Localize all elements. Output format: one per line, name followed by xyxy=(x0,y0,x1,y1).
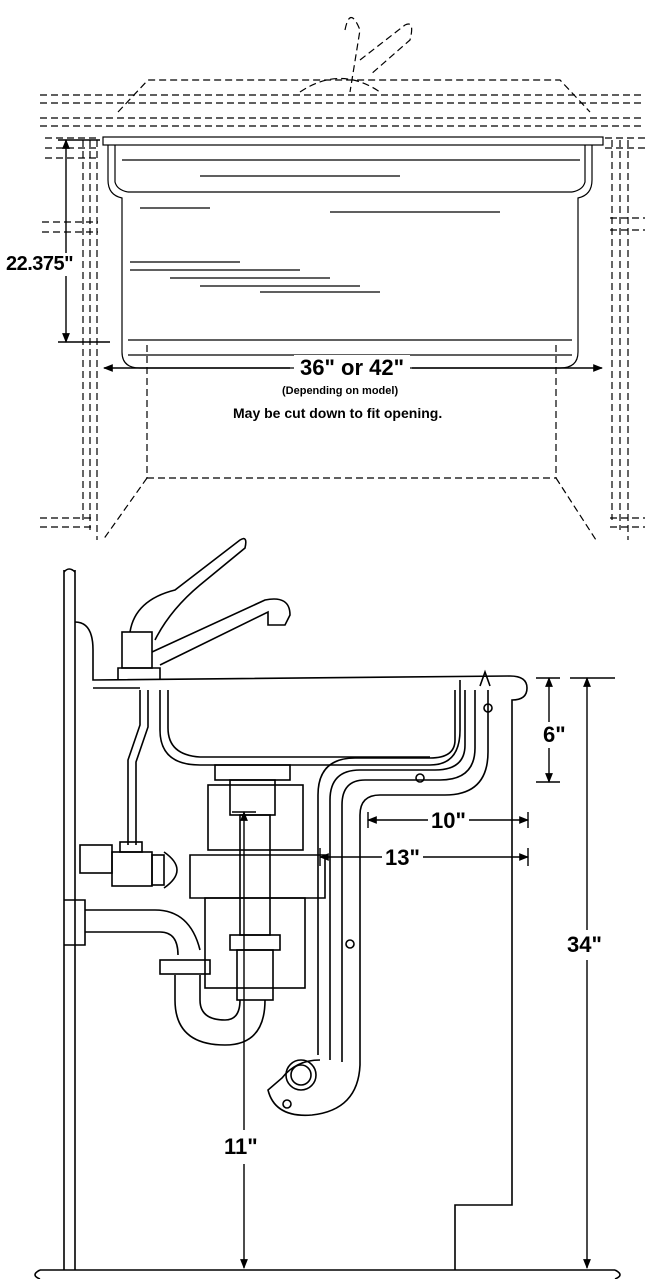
dim-13-label: 13" xyxy=(382,845,423,871)
cut-note: May be cut down to fit opening. xyxy=(233,405,443,421)
dim-width-label: 36" or 42" xyxy=(294,355,411,381)
dim-lines-side xyxy=(232,677,615,1269)
dim-6-label: 6" xyxy=(543,722,566,748)
disposer xyxy=(189,779,326,1001)
supply-line xyxy=(79,690,178,889)
support-bracket xyxy=(267,669,493,1117)
drain-trap xyxy=(64,899,266,1046)
top-view xyxy=(40,16,645,541)
dim-11-label: 11" xyxy=(224,1130,258,1164)
side-view xyxy=(34,537,621,1279)
dim-10-label: 10" xyxy=(428,808,469,834)
cabinet-outline-dashed xyxy=(40,16,645,541)
wall xyxy=(63,568,76,1270)
sink-basin xyxy=(74,621,528,1270)
dim-34-label: 34" xyxy=(567,930,602,960)
floor xyxy=(34,1269,621,1279)
faucet xyxy=(117,537,291,680)
dim-height-label: 22.375" xyxy=(6,253,74,276)
sink-tub xyxy=(102,136,604,369)
dim-lines-top xyxy=(58,139,603,372)
width-note: (Depending on model) xyxy=(282,385,399,397)
